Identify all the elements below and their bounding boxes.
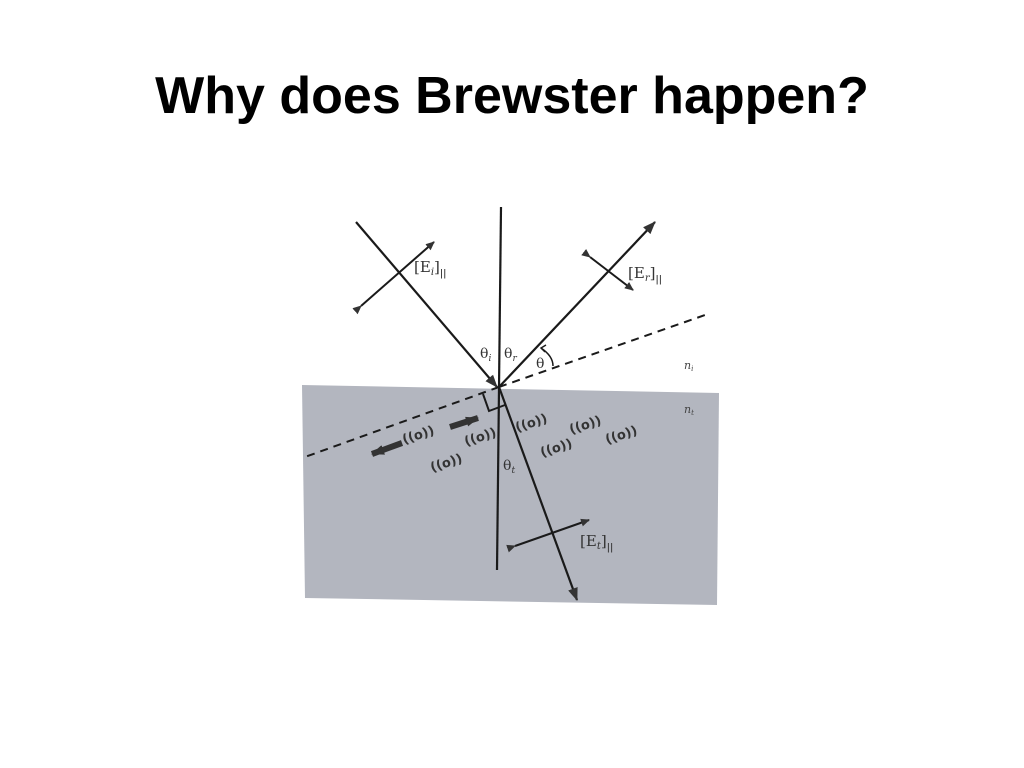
- reflected-field-arrow: [581, 248, 634, 291]
- transmitting-medium: [302, 385, 719, 605]
- angle-arc-arrowhead: [539, 344, 547, 353]
- svg-text:ni: ni: [684, 359, 693, 373]
- svg-text:[Ei]||: [Ei]||: [414, 258, 446, 279]
- transmitted-ray: [497, 386, 579, 601]
- svg-text:θr: θr: [504, 346, 517, 364]
- svg-text:θi: θi: [480, 346, 491, 364]
- transmitted-field-label: [Et]||: [580, 532, 613, 553]
- dashed-perpendicular-upper: [498, 313, 709, 388]
- n-incident-label: ni: [684, 359, 693, 373]
- svg-text:nt: nt: [684, 403, 694, 417]
- n-transmitted-label: nt: [684, 403, 694, 417]
- incident-field-label: [Ei]||: [414, 258, 446, 279]
- dipole-oscillation-arrow-right: [449, 415, 479, 430]
- theta-r-label: θr: [504, 346, 517, 364]
- svg-text:[Et]||: [Et]||: [580, 532, 613, 553]
- dashed-perpendicular-lower: [304, 386, 500, 458]
- dipole-oscillation-arrow-left: [370, 440, 404, 457]
- transmitted-field-arrow: [506, 518, 590, 553]
- reflected-ray: [498, 221, 656, 388]
- theta-t-label: θt: [503, 458, 515, 476]
- svg-text:θ: θ: [536, 356, 544, 372]
- slide-title: Why does Brewster happen?: [155, 67, 869, 125]
- theta-label: θ: [536, 356, 544, 372]
- incident-field-arrow: [352, 241, 435, 315]
- theta-i-label: θi: [480, 346, 491, 364]
- reflected-field-label: [Er]||: [628, 264, 662, 285]
- incident-ray: [355, 221, 498, 388]
- svg-text:[Er]||: [Er]||: [628, 264, 662, 285]
- svg-text:θt: θt: [503, 458, 515, 476]
- right-angle-mark: [482, 393, 506, 413]
